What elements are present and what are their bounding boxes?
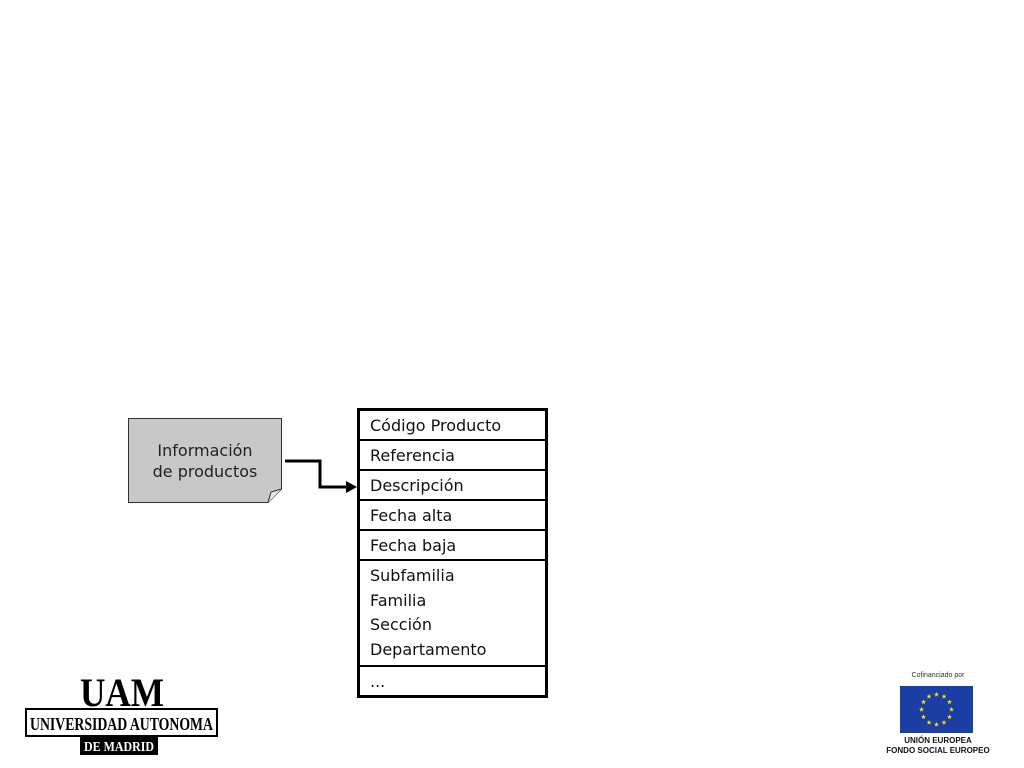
eu-logo: Cofinanciado por UNIÓN EUROPEA FONDO SOC… [876, 672, 1000, 758]
eu-star [921, 699, 926, 705]
eu-star [949, 706, 954, 712]
eu-star [941, 693, 947, 699]
uam-line2: DE MADRID [84, 740, 154, 755]
eu-flag-icon [900, 686, 973, 733]
uam-logo: UAM UNIVERSIDAD AUTONOMA DE MADRID [25, 670, 219, 758]
eu-star [919, 706, 924, 712]
product-fields-table: Código Producto Referencia Descripción F… [357, 408, 548, 698]
uam-line1: UNIVERSIDAD AUTONOMA [30, 714, 213, 734]
field-fecha-alta: Fecha alta [360, 501, 545, 531]
eu-star [926, 719, 932, 725]
eu-star [941, 719, 947, 725]
field-subfamilia: Subfamilia [370, 566, 455, 585]
eu-star [934, 691, 939, 697]
field-referencia: Referencia [360, 441, 545, 471]
eu-star [934, 721, 939, 727]
field-descripcion: Descripción [360, 471, 545, 501]
field-departamento: Departamento [370, 639, 487, 659]
uam-wordmark: UAM [80, 672, 164, 715]
source-document: Información de productos [128, 418, 282, 503]
source-label-line1: Información [157, 441, 253, 460]
field-codigo-producto: Código Producto [360, 411, 545, 441]
eu-star [926, 693, 932, 699]
arrowhead [346, 481, 357, 493]
field-seccion: Sección [370, 615, 432, 634]
eu-star [947, 699, 952, 705]
field-familia: Familia [370, 590, 427, 610]
eu-star [947, 714, 952, 720]
eu-star [921, 714, 926, 720]
source-document-label: Información de productos [128, 440, 282, 482]
field-ellipsis: ... [370, 672, 386, 691]
arrow-connector [285, 459, 357, 493]
eu-line2: FONDO SOCIAL EUROPEO [886, 746, 990, 755]
source-label-line2: de productos [152, 462, 258, 481]
field-fecha-baja: Fecha baja [360, 531, 545, 561]
eu-caption: Cofinanciado por [911, 672, 965, 679]
field-group-hierarchy: Subfamilia Familia Sección Departamento [360, 561, 545, 667]
document-shape [128, 418, 282, 503]
eu-line1: UNIÓN EUROPEA [904, 736, 972, 745]
